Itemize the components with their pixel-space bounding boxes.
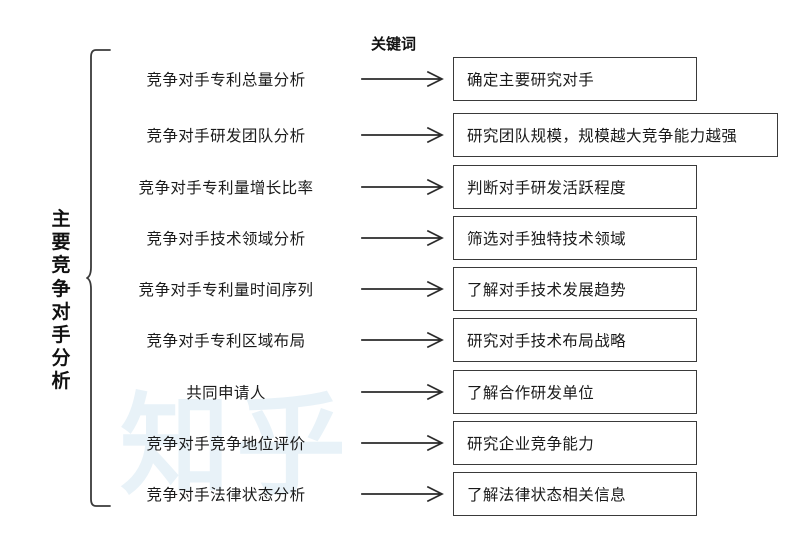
row-keyword-label: 竞争对手法律状态分析 bbox=[146, 487, 306, 504]
root-title: 主 要 竞 争 对 手 分 析 bbox=[51, 209, 71, 393]
diagram-row: 竞争对手技术领域分析 筛选对手独特技术领域 bbox=[0, 216, 811, 260]
diagram-row: 竞争对手法律状态分析 了解法律状态相关信息 bbox=[0, 472, 811, 516]
row-result-box: 判断对手研发活跃程度 bbox=[453, 165, 697, 209]
diagram-row: 竞争对手专利区域布局 研究对手技术布局战略 bbox=[0, 318, 811, 362]
arrow-right-icon bbox=[360, 165, 450, 209]
row-result-box: 了解对手技术发展趋势 bbox=[453, 267, 697, 311]
row-keyword-label: 竞争对手技术领域分析 bbox=[146, 231, 306, 248]
watermark: 知乎 bbox=[120, 385, 352, 508]
arrow-right-icon bbox=[360, 57, 450, 101]
diagram-row: 竞争对手专利量增长比率 判断对手研发活跃程度 bbox=[0, 165, 811, 209]
row-result-box: 了解法律状态相关信息 bbox=[453, 472, 697, 516]
arrow-right-icon bbox=[360, 267, 450, 311]
row-result-box: 研究对手技术布局战略 bbox=[453, 318, 697, 362]
diagram-row: 共同申请人 了解合作研发单位 bbox=[0, 370, 811, 414]
arrow-right-icon bbox=[360, 113, 450, 157]
row-keyword-label: 竞争对手竞争地位评价 bbox=[146, 436, 306, 453]
arrow-right-icon bbox=[360, 421, 450, 465]
diagram-row: 竞争对手竞争地位评价 研究企业竞争能力 bbox=[0, 421, 811, 465]
column-header-keyword: 关键词 bbox=[371, 36, 417, 53]
curly-brace-icon bbox=[86, 49, 111, 507]
row-result-box: 研究企业竞争能力 bbox=[453, 421, 697, 465]
arrow-right-icon bbox=[360, 370, 450, 414]
row-result-box: 确定主要研究对手 bbox=[453, 57, 697, 101]
arrow-right-icon bbox=[360, 472, 450, 516]
row-result-box: 研究团队规模，规模越大竞争能力越强 bbox=[453, 113, 778, 157]
diagram-row: 竞争对手专利量时间序列 了解对手技术发展趋势 bbox=[0, 267, 811, 311]
row-keyword-label: 竞争对手研发团队分析 bbox=[146, 128, 306, 145]
row-keyword-label: 竞争对手专利总量分析 bbox=[146, 72, 306, 89]
diagram-row: 竞争对手专利总量分析 确定主要研究对手 bbox=[0, 57, 811, 101]
row-result-box: 筛选对手独特技术领域 bbox=[453, 216, 697, 260]
row-keyword-label: 竞争对手专利量增长比率 bbox=[138, 180, 314, 197]
diagram-row: 竞争对手研发团队分析 研究团队规模，规模越大竞争能力越强 bbox=[0, 113, 811, 157]
arrow-right-icon bbox=[360, 216, 450, 260]
row-result-box: 了解合作研发单位 bbox=[453, 370, 697, 414]
row-keyword-label: 竞争对手专利区域布局 bbox=[146, 333, 306, 350]
row-keyword-label: 共同申请人 bbox=[186, 385, 266, 402]
arrow-right-icon bbox=[360, 318, 450, 362]
row-keyword-label: 竞争对手专利量时间序列 bbox=[138, 282, 314, 299]
